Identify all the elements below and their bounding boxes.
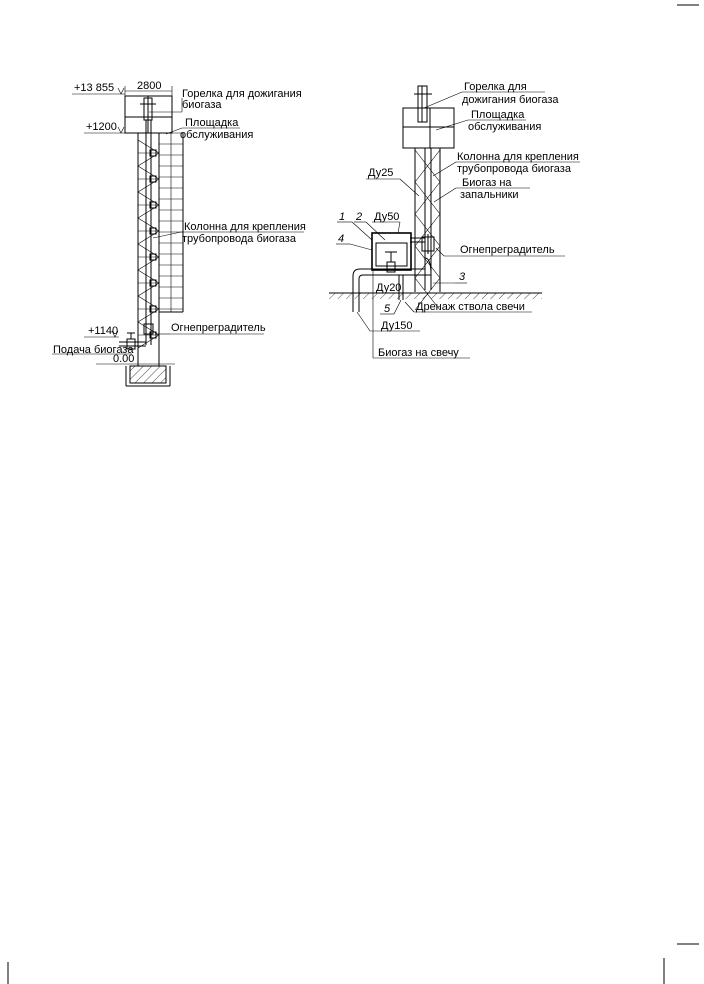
right-column-lattice [414,149,441,311]
right-du50-label: Ду50 [374,211,399,223]
right-platform-leader [435,119,469,131]
right-valve [386,261,396,273]
left-platform-label-1: Площадка [185,117,239,129]
right-main-pipe [352,268,425,312]
right-to-candle-label: Биогаз на свечу [378,347,459,359]
left-flame-arrester [143,323,154,335]
left-column-label-2: трубопровода биогаза [182,233,297,245]
left-view: 2800 +13 855 +1200 Горелка для дожигания… [52,80,306,387]
page-margin-marks [7,4,699,984]
left-column-lattice [137,139,160,349]
left-column-label-1: Колонна для крепления [184,221,306,233]
right-platform-label-1: Площадка [471,109,525,121]
right-view: Горелка для дожигания биогаза Площадка о… [329,81,580,359]
right-pilot-leader [433,187,457,203]
left-column-leader [152,231,182,239]
right-burner-leader [423,91,463,109]
left-burner-label-1: Горелка для дожигания [182,88,302,100]
callout-1: 1 [339,211,345,223]
right-pilot-label-1: Биогаз на [462,177,512,189]
left-elev-inlet: +1140 [88,325,118,337]
right-column-label-2: трубопровода биогаза [457,163,572,175]
right-pilot-label-2: запальники [460,189,519,201]
left-elev-top: +13 855 [74,82,114,94]
right-du20-label: Ду20 [376,282,401,294]
right-burner-head [402,107,455,149]
right-valve-box [371,232,412,271]
right-flame-arrester-label: Огнепреградитель [460,244,555,256]
callout-3: 3 [459,271,466,283]
left-platform-label-2: обслуживания [180,129,253,141]
right-du150-label: Ду150 [381,320,413,332]
right-burner-label-1: Горелка для [464,81,527,93]
callout-2: 2 [355,211,362,223]
right-column-leader [432,161,457,177]
callout-5: 5 [384,303,391,315]
left-burner-label-2: биогаза [182,99,222,111]
right-drain-label: Дренаж ствола свечи [416,301,525,313]
callout-4: 4 [338,233,344,245]
right-du25-label: Ду25 [368,167,393,179]
left-width-label: 2800 [137,80,161,92]
left-flame-arrester-label: Огнепреградитель [171,322,266,334]
right-burner-label-2: дожигания биогаза [462,94,559,106]
left-enclosure-grid [159,132,184,313]
right-column-label-1: Колонна для крепления [457,151,579,163]
left-foundation [129,365,167,384]
left-gas-supply-label: Подача биогаза [53,344,134,356]
right-platform-label-2: обслуживания [468,121,541,133]
left-elev-platform: +1200 [86,121,117,133]
left-platform-leader [165,127,183,135]
left-elev-zero: 0.00 [113,353,134,365]
